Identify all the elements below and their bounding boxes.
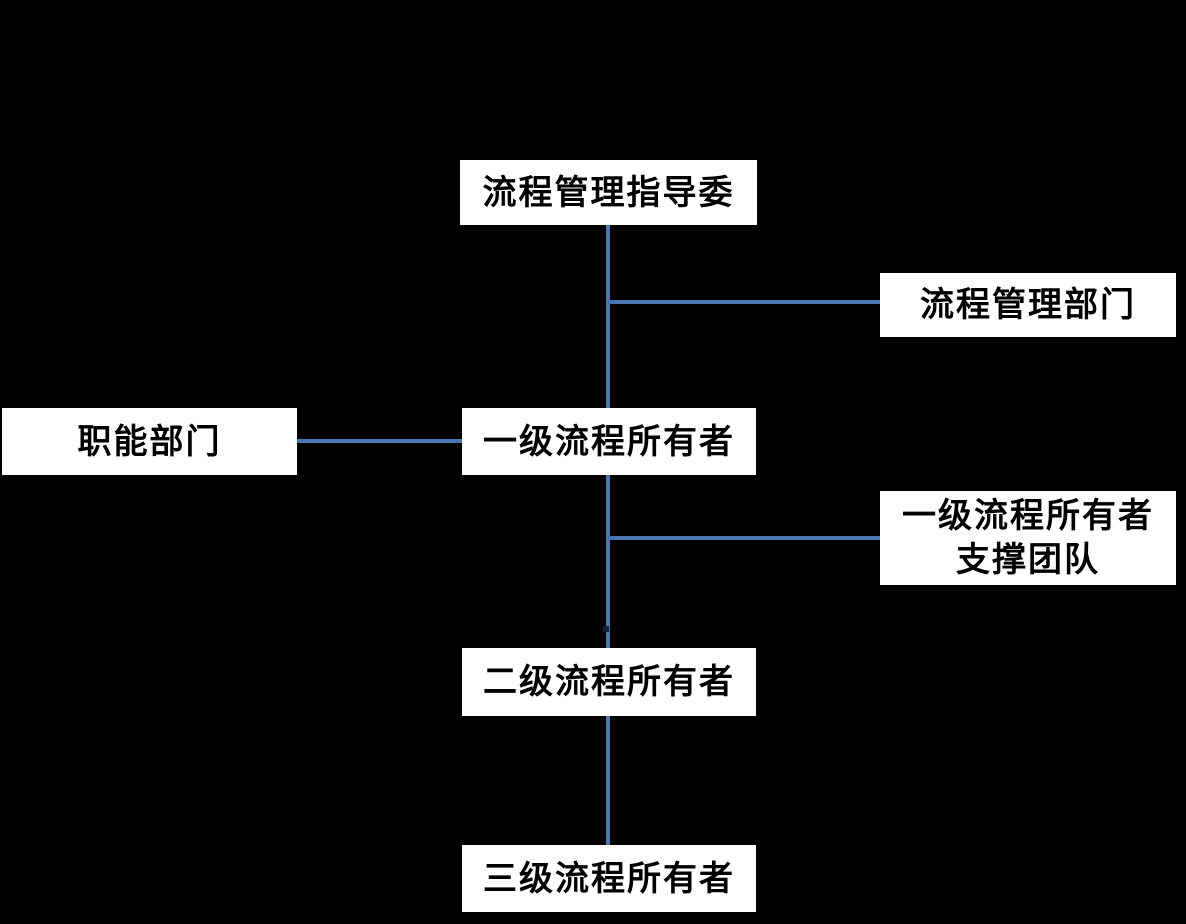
connector-funcdept-to-l1owner — [297, 439, 462, 443]
connector-steering-to-l1owner — [606, 225, 610, 408]
connector-l1owner-to-l2owner — [606, 475, 610, 648]
connector-l2owner-to-l3owner — [606, 716, 610, 845]
node-l3-process-owner: 三级流程所有者 — [462, 845, 756, 912]
node-l2-process-owner: 二级流程所有者 — [462, 648, 756, 716]
node-functional-dept: 职能部门 — [2, 408, 297, 475]
node-steering-committee: 流程管理指导委 — [460, 160, 757, 225]
node-l1-process-owner: 一级流程所有者 — [462, 408, 756, 475]
connector-branch-to-mgmt-dept — [608, 300, 880, 304]
connector-branch-to-support-team — [608, 536, 880, 540]
node-l1-support-team: 一级流程所有者 支撑团队 — [880, 491, 1176, 585]
connector-join-mark — [603, 626, 609, 632]
node-process-mgmt-dept: 流程管理部门 — [880, 273, 1176, 337]
